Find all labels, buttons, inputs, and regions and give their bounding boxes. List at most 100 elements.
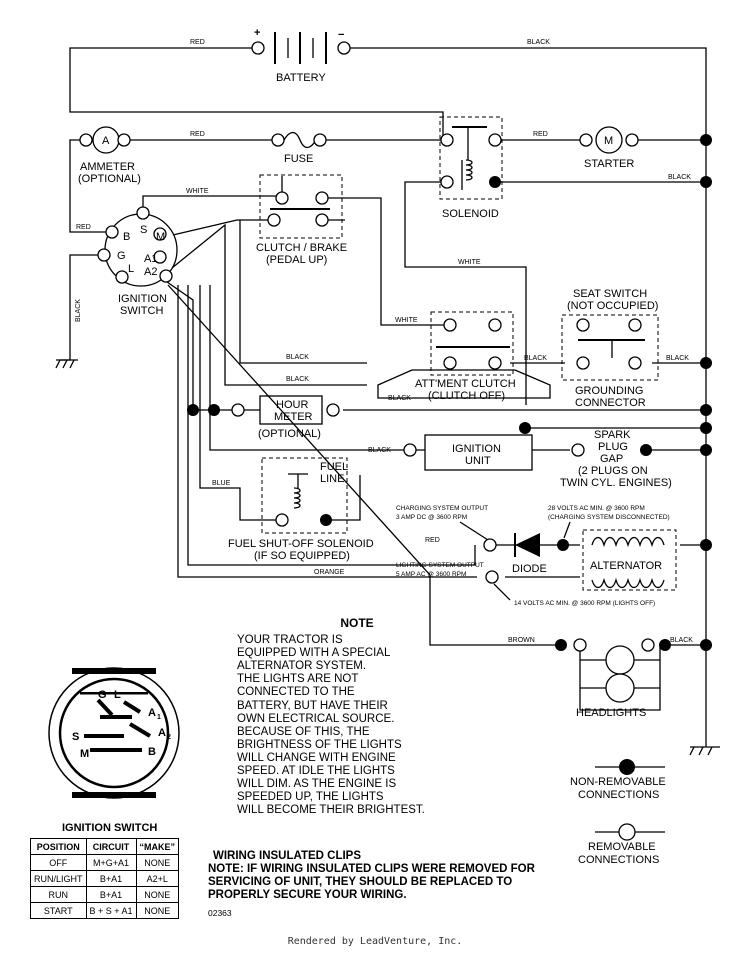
battery-minus-label: −	[338, 29, 344, 41]
fuse-symbol	[283, 131, 317, 149]
note-line-2: EQUIPPED WITH A SPECIAL	[237, 647, 391, 660]
starter-symbol	[595, 126, 623, 154]
ammeter-optional-label: (OPTIONAL)	[78, 173, 141, 185]
black-label-att4: BLACK	[524, 355, 547, 362]
wire-charging-red	[187, 285, 476, 566]
note-line-13: SPEEDED UP, THE LIGHTS	[237, 791, 384, 804]
spark-plug-label-2: PLUG	[598, 441, 628, 453]
face-l: L	[114, 689, 121, 701]
wire-orange	[177, 285, 477, 578]
cell: RUN/LIGHT	[30, 870, 87, 887]
face-a2: A	[158, 727, 166, 739]
wire-ammeter-left	[69, 139, 110, 233]
grounding-label: GROUNDING	[575, 385, 643, 397]
wire-a1-hour	[156, 274, 194, 410]
alternator-label: ALTERNATOR	[590, 560, 662, 572]
att-clutch-bracket	[377, 369, 551, 399]
blue-label: BLUE	[212, 480, 231, 487]
note-line-6: BATTERY, BUT HAVE THEIR	[237, 699, 388, 712]
legend-non-removable-2: CONNECTIONS	[578, 789, 659, 801]
wire-m-clutch	[159, 219, 268, 239]
ground-right	[689, 746, 720, 756]
brown-label: BROWN	[508, 637, 535, 644]
starter-label: STARTER	[584, 158, 634, 170]
clutch-brake-label: CLUTCH / BRAKE	[256, 242, 347, 254]
fuel-line-label-2: LINE	[320, 473, 344, 485]
white-label-3: WHITE	[395, 317, 418, 324]
battery-red-label: RED	[190, 39, 205, 46]
fuel-solenoid-sub-label: (IF SO EQUIPPED)	[254, 550, 350, 562]
ignition-switch-face	[48, 667, 180, 799]
charging-output-label: CHARGING SYSTEM OUTPUT	[396, 505, 488, 512]
black-label-att2: BLACK	[286, 376, 309, 383]
note-line-7: OWN ELECTRICAL SOURCE.	[237, 712, 395, 725]
battery-label: BATTERY	[276, 72, 326, 84]
note-line-10: WILL CHANGE WITH ENGINE	[237, 751, 396, 764]
ammeter-red-label: RED	[190, 131, 205, 138]
seat-switch-label: SEAT SWITCH	[573, 288, 647, 300]
fuel-line-label: FUEL	[320, 461, 348, 473]
terminal-l: L	[128, 263, 134, 275]
note-line-5: CONNECTED TO THE	[237, 686, 355, 699]
clips-line-2: SERVICING OF UNIT, THEY SHOULD BE REPLAC…	[208, 876, 513, 888]
note-line-12: WILL DIM. AS THE ENGINE IS	[237, 778, 397, 791]
wire-white-solenoid	[404, 181, 527, 405]
note-block: NOTE YOUR TRACTOR IS EQUIPPED WITH A SPE…	[237, 616, 507, 817]
volts28-label: 28 VOLTS AC MIN. @ 3600 RPM	[548, 505, 645, 512]
solenoid-label: SOLENOID	[442, 208, 499, 220]
note-line-1: YOUR TRACTOR IS	[237, 634, 343, 647]
fuel-valve	[288, 473, 308, 509]
fuel-solenoid-box	[261, 457, 348, 534]
ammeter-symbol-label: A	[102, 135, 110, 147]
hour-meter-label-2: METER	[274, 411, 313, 423]
black-label-att1: BLACK	[286, 354, 309, 361]
battery-black-label: BLACK	[527, 39, 550, 46]
switch-header-position: POSITION	[30, 838, 87, 855]
cell: OFF	[30, 854, 87, 871]
ignition-red-label: RED	[76, 224, 91, 231]
face-a1-sub: 1	[157, 714, 161, 721]
clips-line-3: PROPERLY SECURE YOUR WIRING.	[208, 889, 407, 901]
att-clutch-box	[430, 311, 514, 376]
hour-meter-optional: (OPTIONAL)	[258, 428, 321, 440]
terminal-g: G	[117, 250, 126, 262]
hour-meter-label: HOUR	[276, 399, 308, 411]
clutch-brake-sub-label: (PEDAL UP)	[266, 254, 327, 266]
seat-switch-box	[561, 314, 659, 381]
diode-label: DIODE	[512, 563, 547, 575]
solenoid-black-label: BLACK	[668, 174, 691, 181]
ignition-unit-box	[424, 434, 533, 471]
wire-black-attclutch2	[239, 220, 367, 364]
cell: M+G+A1	[85, 854, 137, 871]
terminal-m: M	[156, 231, 165, 243]
orange-label: ORANGE	[314, 569, 345, 576]
terminal-b: B	[123, 231, 130, 243]
legend-non-removable-dot	[619, 759, 635, 775]
face-m: M	[80, 748, 89, 760]
switch-table-header: POSITION CIRCUIT “MAKE”	[30, 838, 180, 855]
legend-non-removable: NON-REMOVABLE	[570, 776, 666, 788]
cell: START	[30, 902, 87, 919]
terminal-a1: A1	[144, 253, 157, 265]
black-label-att3: BLACK	[388, 395, 411, 402]
note-line-11: SPEED. AT IDLE THE LIGHTS	[237, 765, 395, 778]
wire-fuel-right	[326, 475, 361, 521]
white-label-1: WHITE	[186, 188, 209, 195]
wire-white-attclutch	[322, 197, 444, 326]
headlight-black-label: BLACK	[670, 637, 693, 644]
volts28-label-2: (CHARGING SYSTEM DISCONNECTED)	[548, 514, 670, 521]
fuse-label: FUSE	[284, 153, 313, 165]
diode-symbol	[514, 533, 540, 557]
cell: B + S + A1	[85, 902, 137, 919]
cell: NONE	[135, 886, 180, 903]
cell: A2+L	[135, 870, 180, 887]
wire-black-attclutch1	[171, 223, 367, 386]
cell: B+A1	[85, 870, 137, 887]
clutch-brake-box	[259, 174, 343, 239]
ignition-switch-label: IGNITION	[118, 293, 167, 305]
battery-symbol	[251, 32, 351, 64]
starter-symbol-label: M	[604, 135, 613, 147]
headlight-1	[605, 645, 635, 675]
cell: B+A1	[85, 886, 137, 903]
spark-plug-label: SPARK	[594, 429, 631, 441]
